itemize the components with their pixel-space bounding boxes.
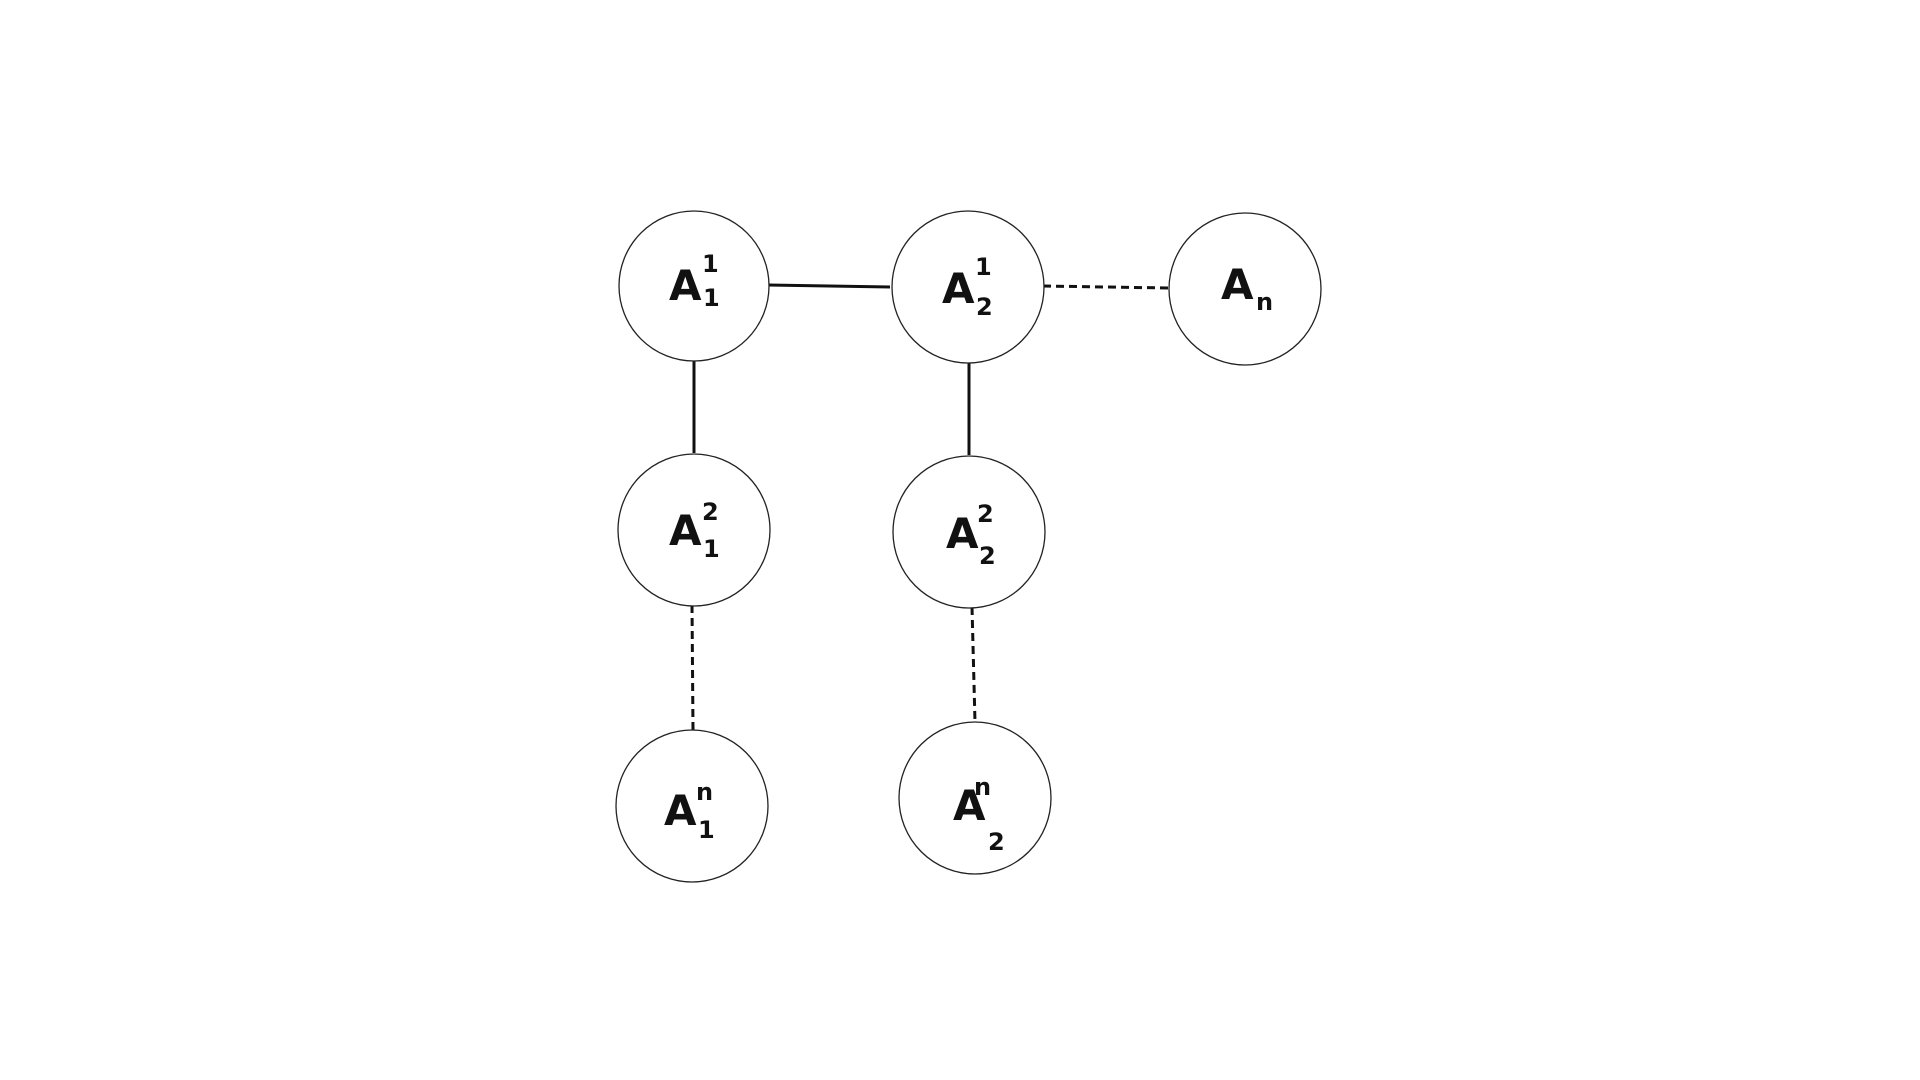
node-an: A n xyxy=(1168,212,1322,366)
node-a1-n: A n 1 xyxy=(615,729,769,883)
node-label: A n 2 xyxy=(953,773,1005,856)
node-label: A 1 2 xyxy=(942,253,997,321)
node-a2-2: A 2 2 xyxy=(892,455,1046,609)
node-circle xyxy=(892,455,1046,609)
node-a2-1: A 1 2 xyxy=(891,210,1045,364)
node-a2-n: A n 2 xyxy=(898,721,1052,875)
node-a1-2: A 2 1 xyxy=(617,453,771,607)
node-circle xyxy=(618,210,770,362)
node-a1-1: A 1 1 xyxy=(618,210,770,362)
node-label: A n 1 xyxy=(664,778,718,844)
node-label: A 2 2 xyxy=(946,500,999,570)
edges-layer xyxy=(690,283,1169,731)
node-circle xyxy=(617,453,771,607)
edge-a1-2-to-a1-n xyxy=(690,604,695,731)
edge-a2-2-to-a2-n xyxy=(970,606,977,723)
node-label: A 2 1 xyxy=(669,498,724,563)
node-circle xyxy=(615,729,769,883)
node-label: A 1 1 xyxy=(669,250,724,312)
node-circle xyxy=(891,210,1045,364)
edge-a2-1-to-an xyxy=(1042,284,1169,290)
nodes-layer: A 1 1 A 1 2 A n xyxy=(615,210,1322,883)
edge-a1-1-to-a2-1 xyxy=(767,283,891,289)
node-circle xyxy=(1168,212,1322,366)
node-circle xyxy=(898,721,1052,875)
node-label: A n xyxy=(1221,260,1273,316)
